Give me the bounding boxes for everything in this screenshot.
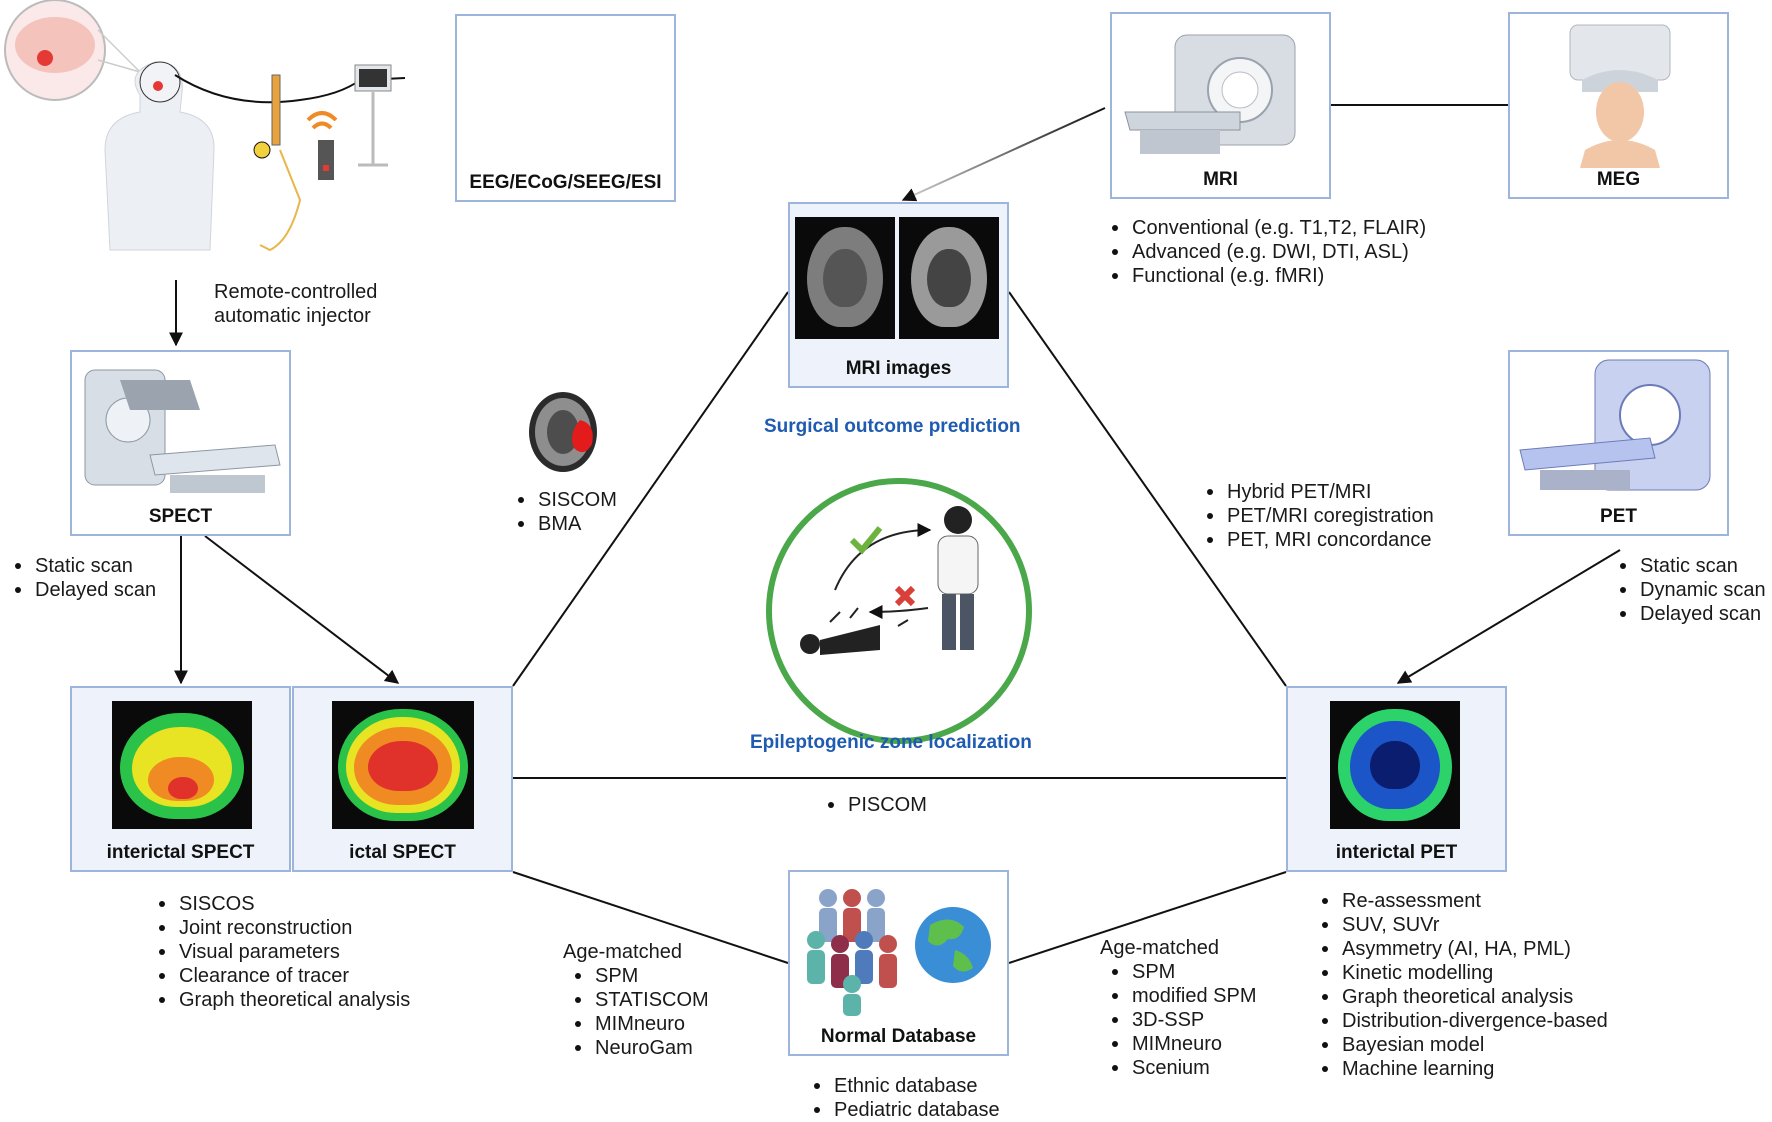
spect-bullets: Static scan Delayed scan <box>9 554 156 602</box>
list-item: Clearance of tracer <box>153 964 410 988</box>
siscom-bullets: SISCOM BMA <box>512 488 617 536</box>
meg-helmet-illustration <box>1569 24 1671 168</box>
list-item: Dynamic scan <box>1614 578 1766 602</box>
injector-caption-line1: Remote-controlled <box>214 281 378 303</box>
pet-box: PET <box>1508 350 1729 536</box>
normal-database-bullets: Ethnic database Pediatric database <box>808 1074 1000 1122</box>
list-item: Static scan <box>9 554 156 578</box>
list-item: Scenium <box>1106 1056 1257 1080</box>
list-item: Machine learning <box>1316 1057 1608 1081</box>
mri-label: MRI <box>1203 169 1238 190</box>
list-item: MIMneuro <box>1106 1032 1257 1056</box>
spect-label: SPECT <box>148 506 213 527</box>
pet-scanner-illustration <box>1519 359 1711 491</box>
spect-methods-bullets: SISCOS Joint reconstruction Visual param… <box>153 892 410 1012</box>
list-item: BMA <box>512 512 617 536</box>
injector-illustration <box>4 0 406 252</box>
list-item: Joint reconstruction <box>153 916 410 940</box>
line-ictal-to-mri-images <box>512 291 789 687</box>
list-item: Delayed scan <box>1614 602 1766 626</box>
list-item: Distribution-divergence-based <box>1316 1009 1608 1033</box>
ictal-spect-box: ictal SPECT <box>292 686 513 872</box>
injector-caption-line2: automatic injector <box>214 305 371 327</box>
age-matched-right-bullets: SPM modified SPM 3D-SSP MIMneuro Scenium <box>1106 960 1257 1080</box>
list-item: SPM <box>569 964 709 988</box>
spect-scanner-illustration <box>84 369 281 493</box>
epileptogenic-zone-title: Epileptogenic zone localization <box>750 732 1032 753</box>
surgical-outcome-title: Surgical outcome prediction <box>764 416 1021 437</box>
eeg-box: EEG/ECoG/SEEG/ESI <box>455 14 676 202</box>
interictal-pet-box: interictal PET <box>1286 686 1507 872</box>
arrow-spect-to-ictal <box>204 535 400 684</box>
list-item: STATISCOM <box>569 988 709 1012</box>
interictal-pet-image <box>1330 701 1460 829</box>
list-item: 3D-SSP <box>1106 1008 1257 1032</box>
arrow-pet-to-interictal-pet <box>1396 549 1621 684</box>
line-ictal-to-normal-db <box>512 871 789 964</box>
mri-axial-t1-image <box>795 217 895 339</box>
spect-box: SPECT <box>70 350 291 536</box>
list-item: Graph theoretical analysis <box>153 988 410 1012</box>
meg-box: MEG <box>1508 12 1729 199</box>
list-item: SISCOS <box>153 892 410 916</box>
age-matched-right-title: Age-matched <box>1100 937 1219 959</box>
piscom-bullets: PISCOM <box>822 793 927 817</box>
list-item: SPM <box>1106 960 1257 984</box>
mri-box: MRI <box>1110 12 1331 199</box>
list-item: PET/MRI coregistration <box>1201 504 1434 528</box>
list-item: Bayesian model <box>1316 1033 1608 1057</box>
outcome-illustration <box>766 478 1032 744</box>
list-item: Functional (e.g. fMRI) <box>1106 264 1426 288</box>
list-item: Conventional (e.g. T1,T2, FLAIR) <box>1106 216 1426 240</box>
age-matched-left-title: Age-matched <box>563 941 682 963</box>
normal-database-label: Normal Database <box>820 1026 977 1047</box>
pet-bullets: Static scan Dynamic scan Delayed scan <box>1614 554 1766 626</box>
ictal-spect-label: ictal SPECT <box>349 842 456 863</box>
eeg-label: EEG/ECoG/SEEG/ESI <box>469 172 662 193</box>
list-item: Graph theoretical analysis <box>1316 985 1608 1009</box>
hybrid-bullets: Hybrid PET/MRI PET/MRI coregistration PE… <box>1201 480 1434 552</box>
cross-mark-icon <box>894 585 916 607</box>
siscom-brain-icon <box>529 392 597 472</box>
normal-database-box: Normal Database <box>788 870 1009 1056</box>
mri-bullets: Conventional (e.g. T1,T2, FLAIR) Advance… <box>1106 216 1426 288</box>
line-normal-db-to-pet <box>1008 871 1287 964</box>
list-item: Ethnic database <box>808 1074 1000 1098</box>
list-item: modified SPM <box>1106 984 1257 1008</box>
list-item: Re-assessment <box>1316 889 1608 913</box>
line-mri-images-to-pet <box>1008 291 1287 687</box>
meg-label: MEG <box>1596 169 1641 190</box>
population-globe-illustration <box>807 889 991 1016</box>
ictal-spect-image <box>332 701 474 829</box>
list-item: Kinetic modelling <box>1316 961 1608 985</box>
list-item: Hybrid PET/MRI <box>1201 480 1434 504</box>
list-item: MIMneuro <box>569 1012 709 1036</box>
arrow-mri-to-images <box>901 107 1106 202</box>
list-item: Advanced (e.g. DWI, DTI, ASL) <box>1106 240 1426 264</box>
list-item: Asymmetry (AI, HA, PML) <box>1316 937 1608 961</box>
interictal-pet-label: interictal PET <box>1335 842 1458 863</box>
mri-axial-t2-image <box>899 217 999 339</box>
list-item: SUV, SUVr <box>1316 913 1608 937</box>
mri-images-box: MRI images <box>788 202 1009 388</box>
list-item: SISCOM <box>512 488 617 512</box>
interictal-spect-image <box>112 701 252 829</box>
list-item: Visual parameters <box>153 940 410 964</box>
age-matched-left-bullets: SPM STATISCOM MIMneuro NeuroGam <box>569 964 709 1060</box>
check-mark-icon <box>849 526 883 555</box>
interictal-spect-label: interictal SPECT <box>106 842 255 863</box>
pet-label: PET <box>1600 506 1637 527</box>
list-item: NeuroGam <box>569 1036 709 1060</box>
list-item: Static scan <box>1614 554 1766 578</box>
mri-images-label: MRI images <box>845 358 952 379</box>
interictal-spect-box: interictal SPECT <box>70 686 291 872</box>
list-item: Delayed scan <box>9 578 156 602</box>
list-item: Pediatric database <box>808 1098 1000 1122</box>
mri-scanner-illustration <box>1124 34 1296 154</box>
list-item: PET, MRI concordance <box>1201 528 1434 552</box>
pet-methods-bullets: Re-assessment SUV, SUVr Asymmetry (AI, H… <box>1316 889 1608 1081</box>
list-item: PISCOM <box>822 793 927 817</box>
